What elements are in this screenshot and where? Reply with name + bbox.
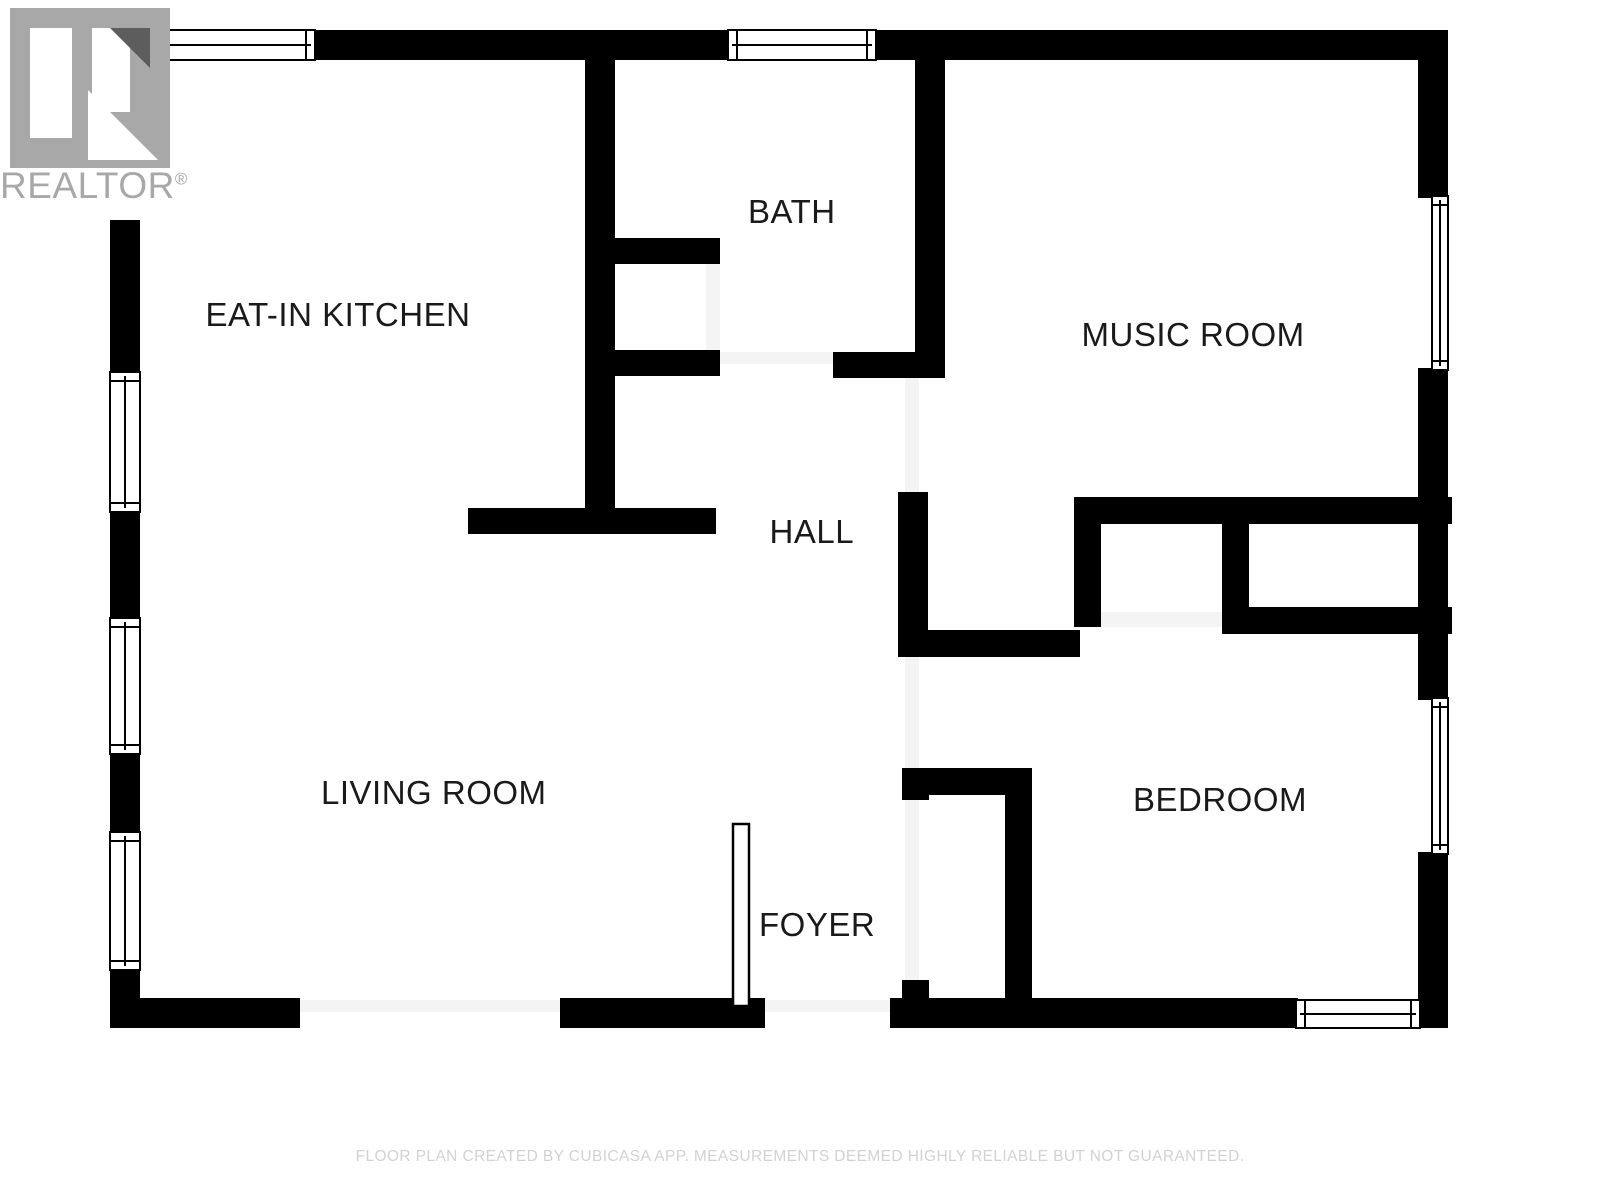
windows-layer — [109, 29, 1449, 1029]
interior-wall-foyer-closet-right — [1005, 768, 1032, 1013]
opening-closet2-door — [1101, 612, 1223, 627]
walls-layer — [110, 30, 1452, 1028]
window-bottom-bedroom — [1295, 999, 1421, 1029]
exterior-wall-top-right — [876, 30, 1448, 60]
interior-wall-hall-bottom — [898, 630, 1080, 657]
interior-wall-hall-right-vertical — [898, 492, 928, 657]
opening-closet-door-bath — [706, 262, 720, 354]
room-label-bedroom: BEDROOM — [1133, 781, 1308, 818]
window-right-bedroom — [1431, 697, 1449, 855]
window-top-kitchen — [149, 29, 316, 61]
interior-wall-closet2-top — [1074, 497, 1452, 524]
exterior-wall-right-upper — [1418, 30, 1448, 198]
window-left-1 — [109, 371, 141, 513]
room-label-music-room: MUSIC ROOM — [1081, 316, 1305, 353]
opening-bottom-foyer — [765, 1000, 890, 1012]
exterior-wall-bottom-left — [110, 998, 300, 1028]
interior-wall-closet-bottom — [595, 350, 720, 376]
opening-bath-to-hall — [905, 360, 919, 492]
exterior-wall-left-mid1 — [110, 510, 140, 620]
interior-wall-closet2-bottom — [1222, 607, 1452, 634]
room-label-living-room: LIVING ROOM — [321, 774, 547, 811]
interior-wall-closet2-left — [1074, 497, 1101, 627]
interior-wall-kitchen-bottom — [468, 508, 716, 534]
exterior-wall-right-mid — [1418, 368, 1448, 700]
doors-layer — [731, 822, 751, 1008]
exterior-wall-top-main — [318, 30, 730, 60]
interior-wall-bath-bottom — [833, 352, 945, 378]
window-left-2 — [109, 617, 141, 755]
opening-bottom-living — [300, 1000, 560, 1012]
exterior-wall-left-upper — [110, 220, 140, 375]
exterior-wall-right-lower — [1418, 852, 1448, 1028]
interior-wall-kitchen-bath-vertical — [585, 30, 615, 520]
room-label-eat-in-kitchen: EAT-IN KITCHEN — [205, 296, 471, 333]
interior-wall-foyer-stub-bottom — [902, 980, 929, 1028]
opening-bath-doorway-bottom — [716, 352, 836, 364]
exterior-wall-bottom-mid — [560, 998, 765, 1028]
interior-wall-bath-right-vertical — [915, 30, 945, 360]
window-right-music — [1431, 195, 1449, 371]
opening-hall-to-living — [905, 655, 919, 770]
footer-disclaimer: FLOOR PLAN CREATED BY CUBICASA APP. MEAS… — [355, 1148, 1245, 1165]
interior-wall-closet-top — [595, 238, 720, 264]
interior-wall-closet2-right — [1222, 497, 1249, 627]
opening-foyer-closet-door — [905, 795, 919, 983]
room-label-bath: BATH — [748, 193, 836, 230]
window-top-bath — [727, 29, 877, 61]
exterior-wall-bottom-right — [890, 998, 1298, 1028]
interior-wall-foyer-stub-left — [902, 768, 929, 800]
room-label-foyer: FOYER — [759, 906, 876, 943]
door-foyer-entry-panel — [731, 822, 751, 1008]
exterior-wall-left-mid2 — [110, 752, 140, 834]
window-left-3 — [109, 831, 141, 971]
room-label-hall: HALL — [769, 513, 855, 550]
